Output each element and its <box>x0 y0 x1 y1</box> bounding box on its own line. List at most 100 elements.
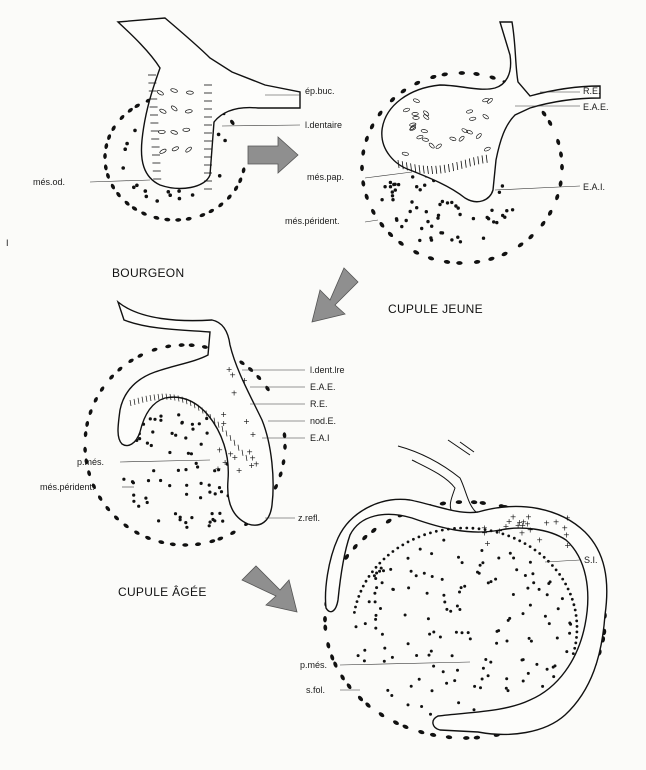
mesenchyme-dot <box>190 193 195 197</box>
odontoblast-dot <box>558 573 561 576</box>
mesenchyme-dot <box>441 670 445 674</box>
stellate-cell <box>483 146 491 152</box>
mesenchyme-dot <box>422 571 426 575</box>
epithelium-hatch <box>137 397 140 404</box>
label-young-mes-perident: més.pérident. <box>285 216 340 226</box>
mesenchyme-dot <box>373 600 377 604</box>
mesenchyme-cell <box>517 242 524 248</box>
epithelium-hatch <box>201 407 204 414</box>
mesenchyme-dot <box>145 441 149 445</box>
epithelium-hatch <box>469 158 471 167</box>
plus-mark: + <box>226 365 233 374</box>
mesenchyme-cell <box>402 724 409 729</box>
epithelium-hatch <box>435 165 438 174</box>
odontoblast-dot <box>570 597 574 601</box>
plus-mark: + <box>510 512 517 521</box>
stellate-cell <box>416 135 424 140</box>
mesenchyme-dot <box>556 607 560 611</box>
mesenchyme-cell <box>501 251 508 257</box>
mesenchyme-cell <box>141 211 147 216</box>
epithelium-hatch <box>189 399 192 407</box>
mesenchyme-dot <box>213 469 217 473</box>
mesenchyme-dot <box>367 600 371 604</box>
odontoblast-dot <box>434 529 438 533</box>
mesenchyme-cell <box>559 151 563 158</box>
mesenchyme-dot <box>196 465 200 469</box>
plus-mark: + <box>543 519 550 528</box>
label-s-fol: s.fol. <box>306 685 325 695</box>
plus-mark: + <box>253 460 260 469</box>
mesenchyme-dot <box>174 433 178 437</box>
mesenchyme-cell <box>364 135 369 142</box>
mesenchyme-cell <box>413 250 420 255</box>
stellate-cell <box>421 137 429 142</box>
odontoblast-dot <box>542 555 546 559</box>
mesenchyme-dot <box>495 641 499 645</box>
mesenchyme-dot <box>378 569 382 573</box>
mesenchyme-dot <box>555 636 559 640</box>
label-bell-p-mes: p.més. <box>300 660 327 670</box>
odontoblast-dot <box>440 528 444 532</box>
plus-mark: + <box>524 520 531 529</box>
label-ep-buc: ép.buc. <box>305 86 335 96</box>
odontoblast-dot <box>417 535 421 539</box>
mesenchyme-dot <box>191 427 195 431</box>
mesenchyme-dot <box>363 648 367 652</box>
mesenchyme-dot <box>373 591 377 595</box>
mesenchyme-dot <box>459 586 463 590</box>
mesenchyme-cell <box>178 343 185 347</box>
odontoblast-dot <box>573 608 577 612</box>
mesenchyme-dot <box>547 582 551 585</box>
label-old-eai: E.A.I <box>310 433 330 443</box>
mesenchyme-cell <box>83 431 88 438</box>
mesenchyme-cell <box>165 344 172 349</box>
mesenchyme-dot <box>506 689 510 693</box>
plus-mark: + <box>229 370 236 379</box>
mesenchyme-cell <box>456 261 463 265</box>
mesenchyme-dot <box>157 519 161 523</box>
stellate-cell <box>461 128 469 134</box>
stellate-cell <box>413 98 420 103</box>
odontoblast-dot <box>554 568 558 572</box>
mesenchyme-cell <box>330 654 335 661</box>
mesenchyme-cell <box>361 180 366 187</box>
stage-title-bourgeon: BOURGEON <box>112 266 184 280</box>
mesenchyme-dot <box>432 664 436 668</box>
epithelium-hatch <box>473 157 475 166</box>
mesenchyme-cell <box>106 172 110 179</box>
odontoblast-dot <box>489 529 493 533</box>
mesenchyme-dot <box>375 586 379 590</box>
mesenchyme-dot <box>194 461 198 465</box>
mesenchyme-dot <box>440 231 445 235</box>
young-cup-mesenchyme <box>360 71 564 265</box>
odontoblast-dot <box>575 636 578 639</box>
odontoblast-dot <box>575 630 579 634</box>
epithelium-hatch <box>141 396 144 403</box>
epithelium-hatch <box>129 399 132 407</box>
plus-mark: + <box>216 446 223 455</box>
mesenchyme-dot <box>456 235 460 239</box>
stellate-cell <box>157 129 166 134</box>
stellate-cell <box>412 116 420 120</box>
mesenchyme-dot <box>456 206 460 210</box>
stellate-cell <box>449 136 457 141</box>
mesenchyme-dot <box>484 658 488 661</box>
mesenchyme-dot <box>168 484 172 488</box>
epithelium-hatch <box>213 417 216 424</box>
mesenchyme-cell <box>99 386 105 392</box>
plus-mark: + <box>227 450 234 459</box>
mesenchyme-dot <box>424 210 428 214</box>
mesenchyme-cell <box>387 231 394 238</box>
stellate-cell <box>409 122 417 127</box>
mesenchyme-dot <box>153 417 157 421</box>
mesenchyme-dot <box>219 490 224 494</box>
mesenchyme-cell <box>109 374 115 380</box>
epithelium-hatch <box>485 154 488 163</box>
mesenchyme-dot <box>485 215 489 220</box>
mesenchyme-dot <box>406 556 410 560</box>
mesenchyme-dot <box>528 603 532 607</box>
epithelium-hatch <box>197 404 200 411</box>
mesenchyme-dot <box>438 202 442 207</box>
mesenchyme-cell <box>344 554 350 560</box>
mesenchyme-cell <box>371 208 376 215</box>
